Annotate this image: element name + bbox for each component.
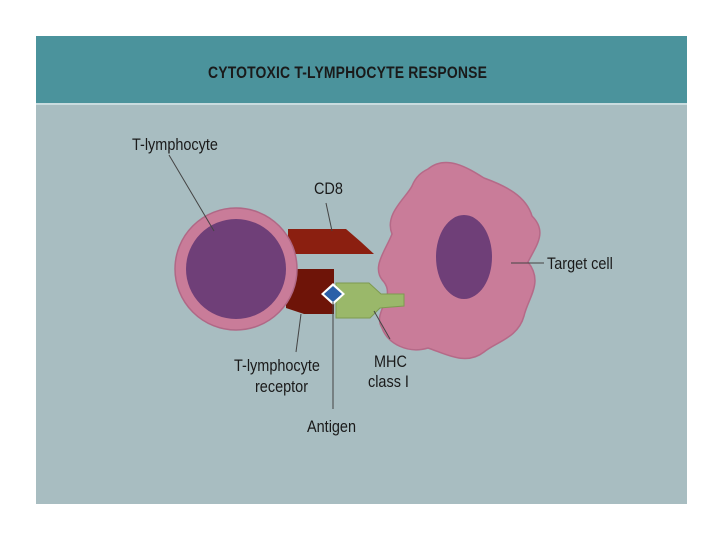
slide-title: CYTOTOXIC T-LYMPHOCYTE RESPONSE [208, 63, 488, 82]
target-cell-label: Target cell [547, 254, 613, 273]
antigen-label: Antigen [307, 417, 357, 436]
receptor-leader [295, 313, 302, 353]
t-lymphocyte-leader [168, 154, 215, 232]
cd8-label: CD8 [314, 179, 343, 198]
antigen [321, 283, 345, 305]
receptor-label-line1: T-lymphocyte [234, 356, 320, 375]
mhc-leader [373, 310, 391, 340]
t-lymphocyte-label: T-lymphocyte [132, 135, 218, 154]
t-lymphocyte-receptor [286, 269, 334, 314]
mhc-label-line2: class I [368, 372, 409, 391]
mhc-label-line1: MHC [374, 352, 407, 371]
title-banner: CYTOTOXIC T-LYMPHOCYTE RESPONSE [36, 36, 687, 105]
cd8-molecule [288, 229, 374, 254]
cd8-leader [325, 202, 333, 232]
receptor-label-line2: receptor [255, 377, 309, 396]
t-lymphocyte-nucleus [186, 219, 286, 319]
slide: CYTOTOXIC T-LYMPHOCYTE RESPONSE T-lympho… [36, 36, 687, 504]
target-cell-nucleus [436, 215, 492, 299]
cytotoxic-response-diagram [168, 154, 544, 409]
mhc-class-i [335, 282, 405, 319]
